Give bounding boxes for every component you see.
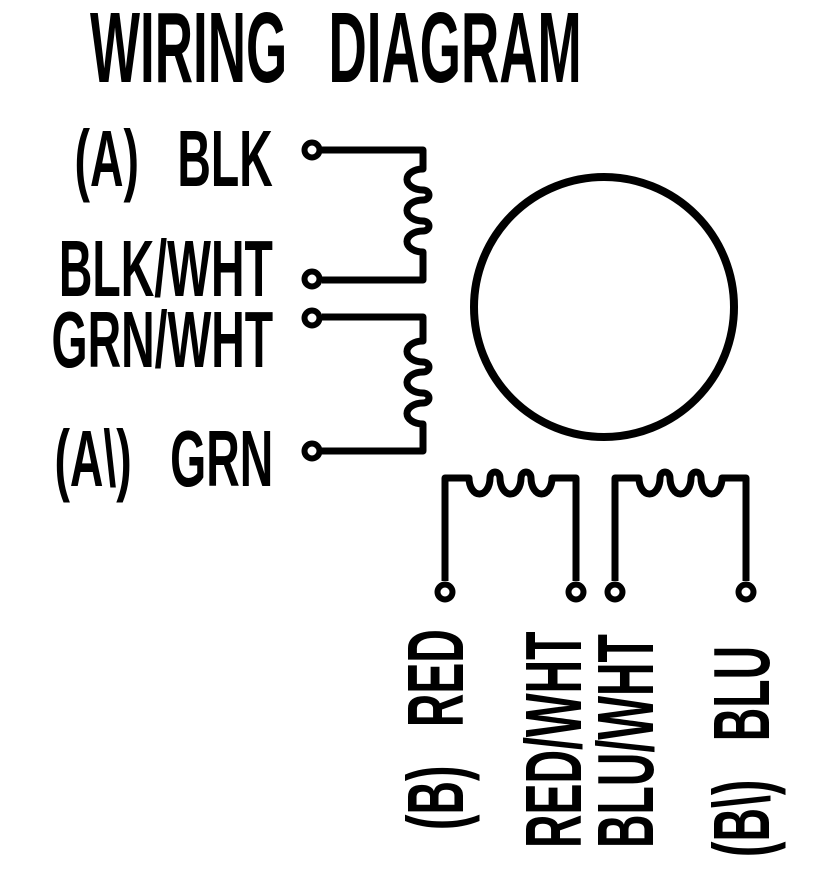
lead-label-blu-wht: BLU/WHT [581,634,670,848]
page-title: WIRING DIAGRAM [90,0,582,104]
terminal-red-wht-icon [565,581,587,603]
phase-b-winding-left-icon [441,468,580,581]
lead-label-a-bar-grn: (A\) GRN [54,414,273,503]
terminal-blk-wht-icon [301,268,323,290]
terminal-blu-icon [735,581,757,603]
lead-label-blk-wht: BLK/WHT [59,224,273,313]
terminal-blk-icon [301,139,323,161]
lead-label-grn-wht: GRN/WHT [51,295,273,384]
phase-b-winding-right-icon [611,468,750,581]
terminal-grn-icon [301,440,323,462]
lead-label-a-blk: (A) BLK [74,114,273,203]
terminal-red-icon [434,581,456,603]
motor-circle-icon [470,173,738,441]
lead-label-b-bar-blu: (B\) BLU [697,645,786,857]
lead-label-b-red: (B) RED [391,629,480,830]
phase-a-winding-top-icon [322,146,433,284]
terminal-grn-wht-icon [301,307,323,329]
terminal-blu-wht-icon [604,581,626,603]
phase-a-winding-bottom-icon [322,313,433,455]
